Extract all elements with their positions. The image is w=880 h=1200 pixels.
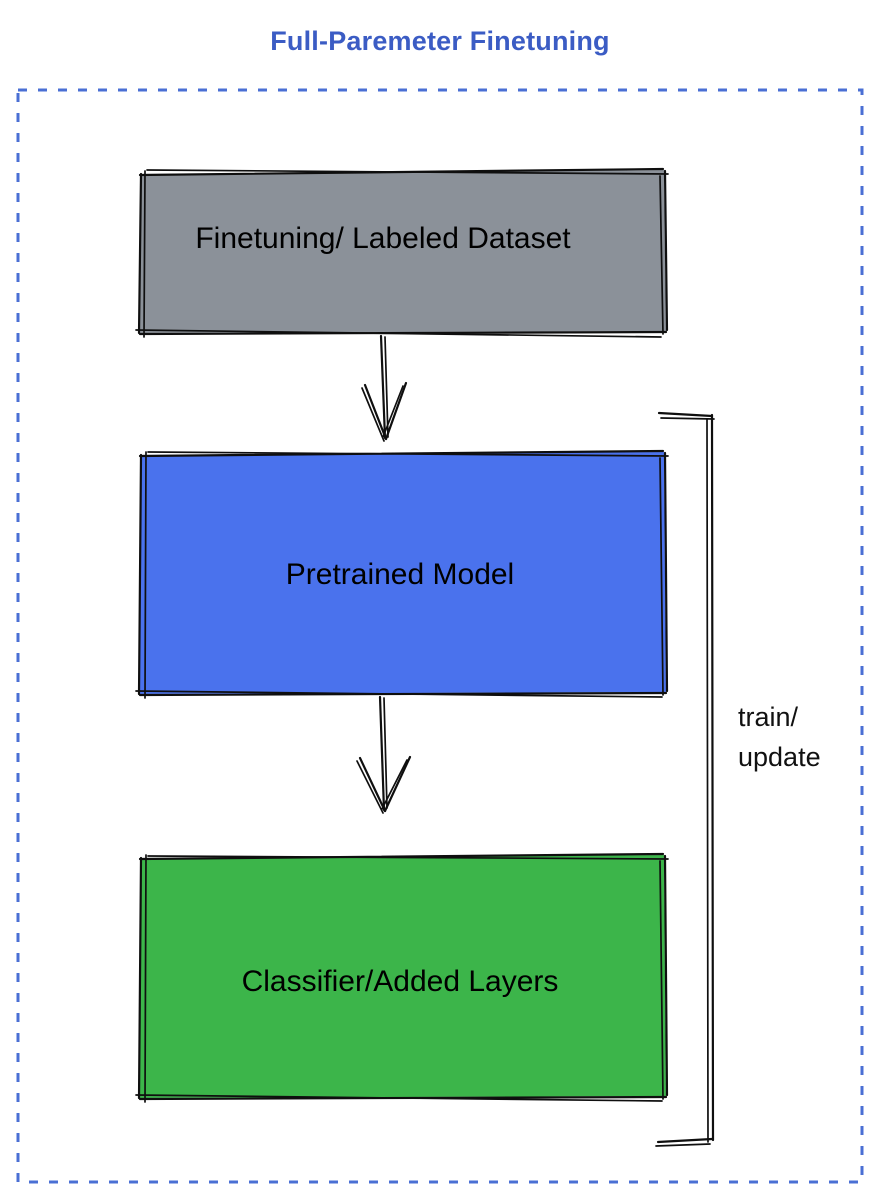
loop-top-a (657, 411, 714, 418)
classifier-box-fill (139, 855, 666, 1098)
model-edge-left-b (144, 451, 147, 699)
classifier-edge-bottom-b (135, 1094, 663, 1102)
node-classifier[interactable]: Classifier/Added Layers (135, 852, 669, 1103)
feedback-label-line1: train/ (738, 702, 799, 732)
loop-right-b (706, 418, 709, 1143)
dataset-label: Finetuning/ Labeled Dataset (195, 222, 571, 255)
node-pretrained-model[interactable]: Pretrained Model (135, 449, 669, 699)
model-label: Pretrained Model (286, 558, 514, 591)
arrow2-head-left-b (356, 760, 384, 814)
arrow1-shaft-b (384, 336, 389, 438)
model-edge-right-a (663, 451, 669, 693)
page-title: Full-Paremeter Finetuning (270, 26, 610, 56)
dataset-box-fill (139, 170, 666, 333)
edge-feedback-loop: train/ update (655, 411, 821, 1147)
model-edge-bottom-b (135, 690, 663, 698)
loop-bottom-b (655, 1143, 711, 1147)
model-edge-top-b (147, 451, 669, 457)
arrow2-head-right-a (383, 755, 412, 813)
classifier-edge-top-b (147, 855, 669, 860)
loop-bottom-a (656, 1137, 714, 1144)
model-edge-right-b (659, 457, 664, 696)
classifier-edge-top-a (138, 852, 665, 861)
dataset-edge-bottom-b (135, 329, 662, 338)
arrow-dataset-to-model (361, 334, 408, 442)
dashed-container (16, 88, 864, 1184)
arrow-model-to-classifier (356, 695, 412, 814)
dataset-edge-left-a (137, 172, 143, 335)
classifier-edge-left-a (137, 856, 143, 1100)
arrow2-shaft-b (383, 697, 388, 809)
classifier-edge-right-a (663, 854, 669, 1097)
classifier-edge-left-b (144, 854, 147, 1103)
arrow1-head-left-a (363, 383, 388, 441)
dataset-edge-top-b (146, 169, 669, 175)
loop-top-b (660, 417, 715, 420)
model-edge-left-a (137, 453, 143, 696)
dataset-edge-right-a (663, 169, 669, 332)
classifier-label: Classifier/Added Layers (242, 965, 559, 998)
classifier-edge-right-b (659, 860, 664, 1100)
arrow2-head-left-a (358, 756, 387, 813)
arrow2-head-right-b (381, 759, 408, 810)
loop-right-a (710, 413, 715, 1142)
arrow1-head-left-b (361, 387, 385, 442)
node-dataset[interactable]: Finetuning/ Labeled Dataset (135, 167, 669, 338)
feedback-label-line2: update (738, 742, 821, 772)
arrow1-shaft-a (379, 334, 387, 440)
arrow1-head-right-a (384, 381, 408, 441)
dataset-edge-right-b (659, 175, 664, 335)
arrow2-shaft-a (378, 695, 386, 812)
dataset-edge-left-b (143, 170, 146, 338)
model-box-fill (139, 452, 666, 694)
arrow1-head-right-b (382, 385, 404, 438)
